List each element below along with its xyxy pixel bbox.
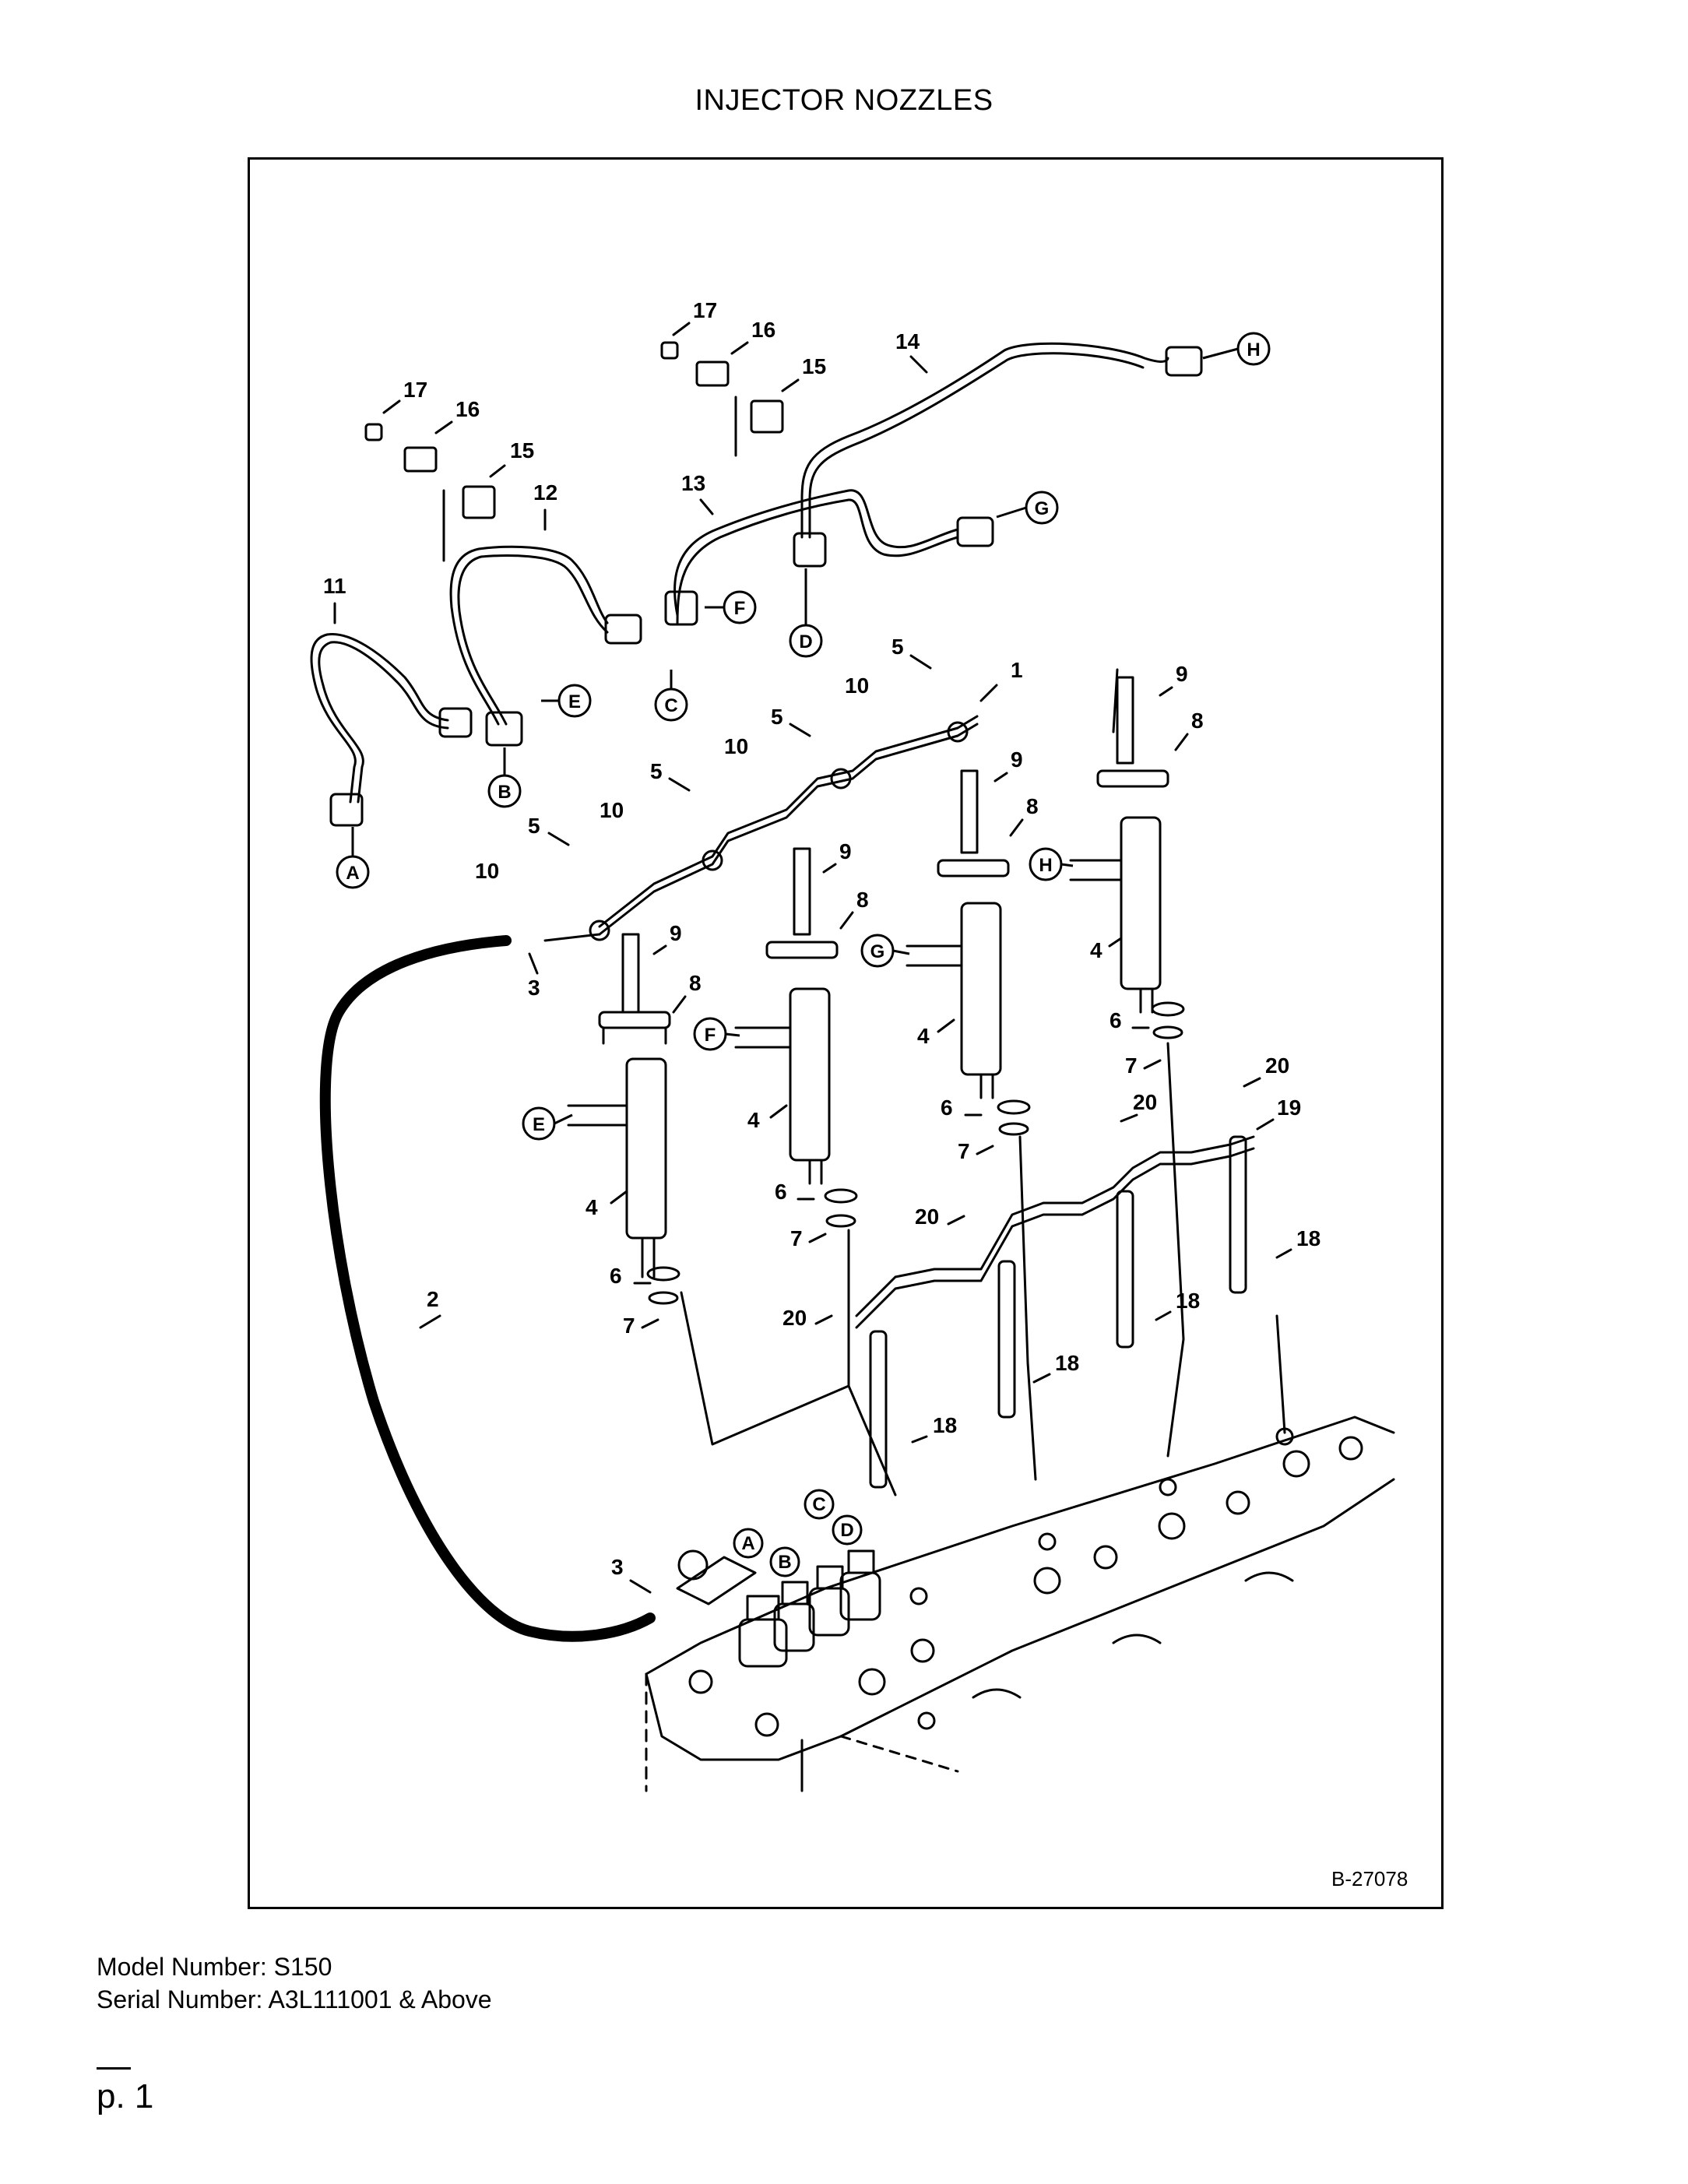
callout-4-b: 4 [747,1108,760,1132]
callout-13: 13 [681,471,705,495]
callout-8-b: 8 [856,888,869,912]
callout-20-a: 20 [782,1306,807,1330]
fuel-return-line [598,715,979,928]
callout-4-a: 4 [586,1195,598,1219]
callout-20-d: 20 [1265,1053,1289,1078]
conn-C-pump: C [812,1494,825,1515]
callout-18-a: 18 [933,1413,957,1437]
callout-14: 14 [895,329,920,353]
conn-B: B [498,782,511,803]
leak-off-hose [319,935,656,1642]
callout-8-a: 8 [689,971,702,995]
callout-2: 2 [427,1287,439,1311]
conn-G-injector: G [870,941,885,962]
page-title: INJECTOR NOZZLES [695,84,993,117]
callout-3-lower: 3 [611,1555,624,1579]
conn-B-pump: B [778,1552,791,1573]
callout-9-b: 9 [839,839,852,863]
callout-9-d: 9 [1176,662,1188,686]
callout-19: 19 [1277,1096,1301,1120]
conn-H: H [1247,339,1260,360]
callout-7-c: 7 [958,1139,970,1163]
callout-4-c: 4 [917,1024,930,1048]
callout-5-c: 5 [771,705,783,729]
conn-A: A [346,863,359,884]
callout-5-d: 5 [891,635,904,659]
conn-E: E [568,691,581,712]
callout-11: 11 [323,574,346,598]
connection-letter-callouts: A B C D E F G H A B C D E F G H [336,332,1271,1577]
callout-12: 12 [533,480,557,505]
conn-F-injector: F [705,1025,716,1046]
injection-pump [676,1549,881,1668]
figure-code: B-27078 [1331,1867,1408,1890]
callout-20-c: 20 [1133,1090,1157,1114]
model-number: Model Number: S150 [97,1953,332,1981]
callout-4-d: 4 [1090,938,1102,962]
diagram-frame [248,157,1444,1909]
callout-17-a: 17 [403,378,427,402]
callout-1: 1 [1011,658,1023,682]
conn-H-injector: H [1039,855,1052,876]
callout-3-upper: 3 [528,976,540,1000]
callout-15-b: 15 [802,354,826,378]
conn-A-pump: A [741,1533,754,1554]
callout-5-a: 5 [528,814,540,838]
page-number: p. 1 [97,2077,154,2115]
conn-G: G [1035,498,1050,519]
callout-9-a: 9 [670,921,682,945]
callout-6-a: 6 [610,1264,622,1288]
injector-4 [1069,676,1185,1039]
callout-16-a: 16 [455,397,480,421]
callout-20-b: 20 [915,1205,939,1229]
callout-16-b: 16 [751,318,775,342]
callout-7-d: 7 [1125,1053,1138,1078]
injection-lines [310,342,1169,804]
conn-E-injector: E [533,1114,545,1135]
callout-18-d: 18 [1296,1226,1321,1250]
injector-2 [734,847,858,1228]
conn-D: D [799,631,812,652]
callout-6-d: 6 [1110,1008,1122,1032]
callout-17-b: 17 [693,298,717,322]
callout-10-c: 10 [724,734,748,758]
cylinder-head [645,1416,1395,1792]
part-number-callouts: 1 2 3 3 4 4 4 4 5 5 5 5 6 6 6 6 7 7 7 7 … [323,298,1321,1579]
callout-6-c: 6 [941,1096,953,1120]
callout-5-b: 5 [650,759,663,783]
callout-18-b: 18 [1055,1351,1079,1375]
callout-7-a: 7 [623,1314,635,1338]
conn-F: F [734,598,746,619]
callout-6-b: 6 [775,1180,787,1204]
conn-C: C [664,695,677,716]
callout-10-b: 10 [600,798,624,822]
footer-rule [97,2067,131,2070]
callout-7-b: 7 [790,1226,803,1250]
serial-number: Serial Number: A3L111001 & Above [97,1985,492,2013]
injector-1 [567,933,680,1305]
callout-10-a: 10 [475,859,499,883]
callout-8-c: 8 [1026,794,1039,818]
callout-9-c: 9 [1011,747,1023,772]
callout-18-c: 18 [1176,1289,1200,1313]
callout-10-d: 10 [845,673,869,698]
injector-3 [906,769,1031,1136]
callout-8-d: 8 [1191,709,1204,733]
callout-15-a: 15 [510,438,534,462]
conn-D-pump: D [840,1520,853,1541]
